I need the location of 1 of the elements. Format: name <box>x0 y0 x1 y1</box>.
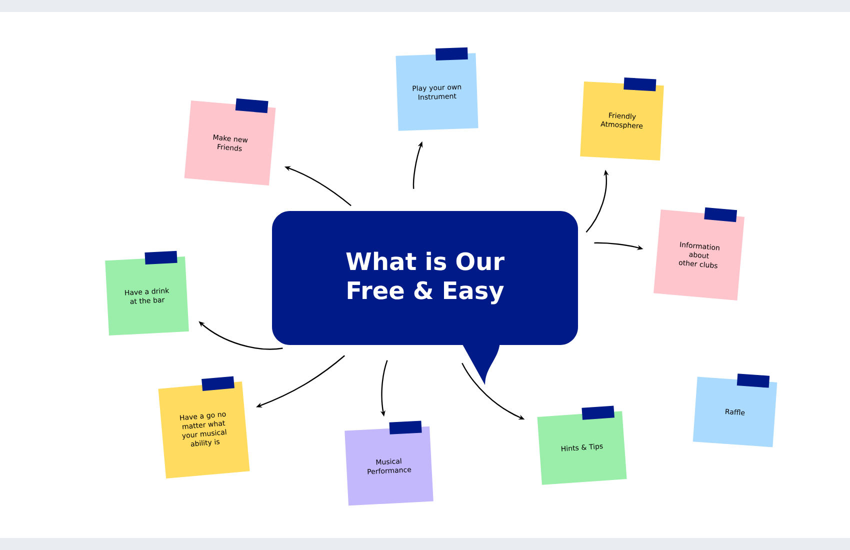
speech-bubble: What is Our Free & Easy <box>272 211 578 385</box>
